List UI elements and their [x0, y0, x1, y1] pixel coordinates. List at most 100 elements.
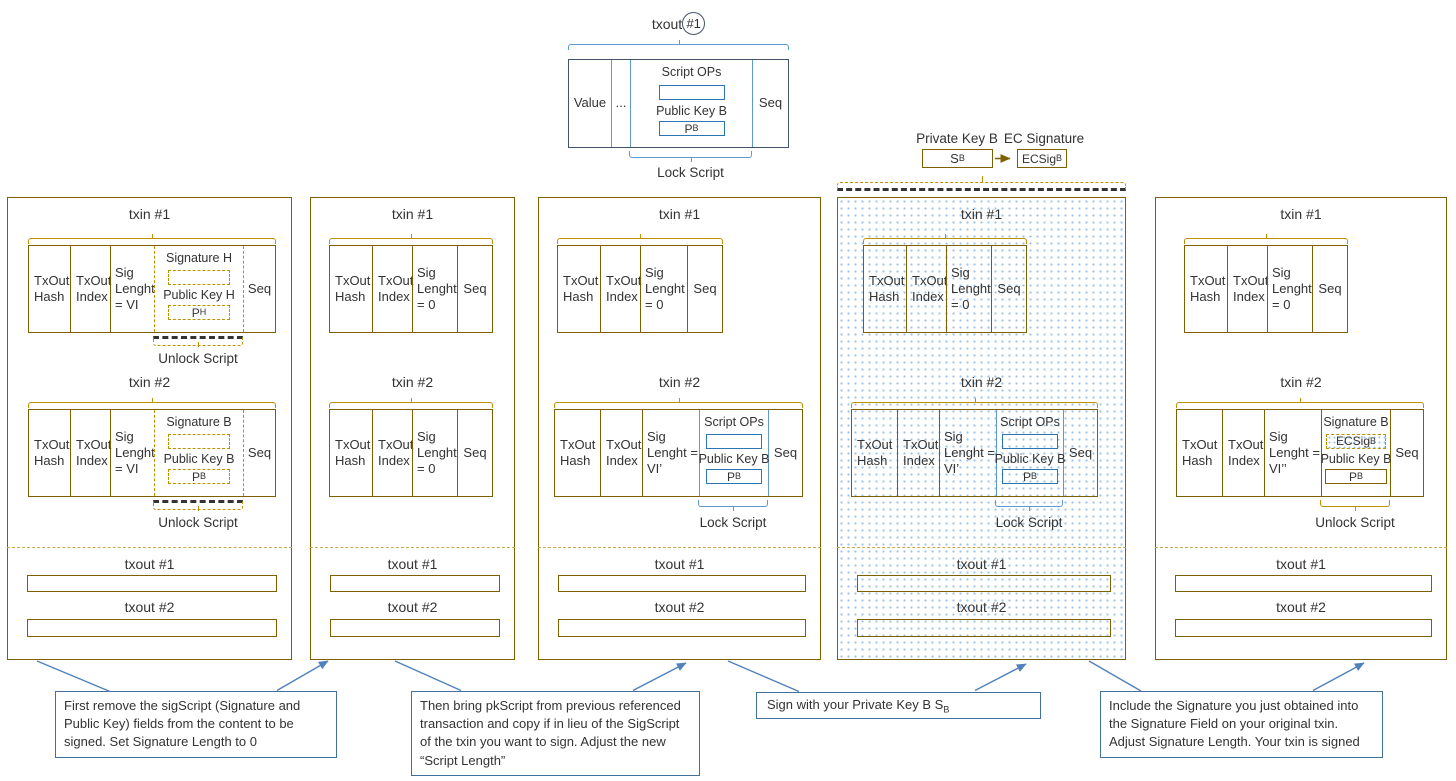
pubkey-symbol: P	[191, 469, 200, 484]
signing-scope-brace	[837, 176, 1126, 191]
txout1-label: txout #1	[956, 556, 1007, 572]
txin-txout-separator	[538, 547, 821, 548]
txin2-brace	[1176, 398, 1424, 408]
unlock-script-brace	[153, 336, 243, 347]
step4-note: Include the Signature you just obtained …	[1100, 691, 1383, 758]
txout2-box	[330, 619, 500, 637]
txin2-box: TxOut Hash TxOut Index Sig Lenght = VI’’…	[1176, 409, 1424, 497]
txout-index-cell: TxOut Index	[70, 246, 111, 332]
txn-panel-signed: txin #1 TxOut Hash TxOut Index Sig Lengh…	[1155, 197, 1447, 660]
txout1-label: txout #1	[654, 556, 705, 572]
txin2-brace	[329, 398, 493, 408]
txout-hash-cell: TxOut Hash	[857, 436, 893, 468]
txin-txout-separator	[837, 547, 1126, 548]
value-cell: Value	[573, 95, 607, 111]
sig-length-cell: Sig Lenght = VI’’	[1264, 410, 1321, 496]
unlock-script-caption: Unlock Script	[1315, 515, 1395, 530]
txn-panel-being-signed: txin #1 TxOut Hash TxOut Index Sig Lengh…	[837, 197, 1126, 660]
txn-panel-sig-removed: txin #1 TxOut Hash TxOut Index Sig Lengh…	[310, 197, 515, 660]
script-ops-label: Script OPs	[1000, 415, 1060, 429]
txout-index-cell: TxOut Index	[372, 410, 413, 496]
txout2-box	[27, 619, 277, 637]
step2-note: Then bring pkScript from previous refere…	[411, 691, 700, 776]
step3-note: Sign with your Private Key B SB	[756, 692, 1041, 719]
txin2-box: TxOut Hash TxOut Index Sig Lenght = 0 Se…	[329, 409, 493, 497]
txin2-box: TxOut Hash TxOut Index Sig Lenght = VI’ …	[851, 409, 1098, 497]
sig-length-cell: Sig Lenght = 0	[640, 246, 687, 332]
seq-cell: Seq	[247, 280, 272, 296]
pubkey-subscript: B	[1357, 471, 1364, 482]
pubkey-symbol: P	[1022, 469, 1031, 484]
ec-signature-symbol: ECSig	[1335, 434, 1370, 449]
txin-txout-separator	[1155, 547, 1447, 548]
top-txout-label-text: txout	[651, 15, 683, 32]
pubkey-label: Public Key B	[1320, 451, 1392, 466]
lock-script-brace	[995, 500, 1063, 511]
ec-signature-subscript: B	[1056, 153, 1063, 163]
txout2-label: txout #2	[1276, 599, 1326, 615]
txout-hash-cell: TxOut Hash	[563, 272, 599, 304]
unlock-script-caption: Unlock Script	[158, 515, 238, 530]
seq-cell: Seq	[1395, 444, 1419, 460]
txin1-box: TxOut Hash TxOut Index Sig Lenght = 0 Se…	[557, 245, 723, 333]
private-key-symbol: S	[950, 151, 959, 166]
txin1-label: txin #1	[658, 206, 701, 222]
pubkey-subscript: B	[735, 471, 742, 482]
txout1-label: txout #1	[1276, 556, 1326, 572]
txin2-label: txin #2	[391, 374, 434, 390]
txin2-brace	[554, 398, 803, 408]
txout2-box	[558, 619, 806, 637]
txin1-box: TxOut Hash TxOut Index Sig Lenght = 0 Se…	[1184, 245, 1348, 333]
txin1-label: txin #1	[128, 206, 171, 222]
sig-length-cell: Sig Lenght = 0	[946, 246, 991, 332]
txout-index-cell: TxOut Index	[1222, 410, 1264, 496]
txin1-brace	[28, 234, 276, 244]
sig-length-cell: Sig Lenght = 0	[412, 246, 457, 332]
ec-signature-subscript: B	[1370, 435, 1377, 446]
txin-txout-separator	[310, 547, 515, 548]
txout-hash-cell: TxOut Hash	[1182, 436, 1218, 468]
lock-script-brace	[698, 500, 768, 511]
txout1-box	[27, 575, 277, 592]
pubkey-subscript: B	[692, 123, 699, 134]
seq-cell: Seq	[1068, 444, 1093, 460]
seq-cell: Seq	[457, 410, 492, 496]
txin1-label: txin #1	[1280, 206, 1322, 222]
signature-label: Signature B	[166, 415, 232, 429]
panel4-to-note4-line	[1088, 660, 1142, 692]
txout-index-cell: TxOut Index	[70, 410, 111, 496]
script-ops-label: Script OPs	[704, 415, 764, 429]
txin1-box: TxOut Hash TxOut Index Sig Lenght = 0 Se…	[863, 245, 1027, 333]
lock-script-brace	[629, 151, 752, 162]
pubkey-symbol: P	[1348, 469, 1357, 484]
panel1-to-note1-line	[36, 660, 111, 693]
txout-hash-cell: TxOut Hash	[34, 272, 70, 304]
pubkey-symbol: P	[726, 469, 735, 484]
txout2-label: txout #2	[956, 599, 1007, 615]
txout-index-cell: TxOut Index	[600, 246, 641, 332]
txout2-box	[1175, 619, 1432, 637]
txout1-box	[330, 575, 500, 592]
pubkey-label: Public Key B	[163, 451, 235, 466]
txin1-label: txin #1	[960, 206, 1003, 222]
txin2-box: TxOut Hash TxOut Index Sig Lenght = VI S…	[28, 409, 276, 497]
txout2-label: txout #2	[654, 599, 705, 615]
seq-cell: Seq	[773, 444, 798, 460]
txout-index-cell: TxOut Index	[897, 410, 939, 496]
pubkey-subscript: H	[199, 307, 207, 318]
txin1-box: TxOut Hash TxOut Index Sig Lenght = VI S…	[28, 245, 276, 333]
step1-note: First remove the sigScript (Signature an…	[55, 691, 337, 758]
ec-signature-symbol: ECSig	[1021, 151, 1056, 166]
note4-to-panel5-arrow	[1312, 662, 1365, 692]
script-ops-field-box	[658, 84, 725, 100]
txin2-label: txin #2	[960, 374, 1003, 390]
txout-index-cell: TxOut Index	[1227, 246, 1268, 332]
private-key-subscript: B	[958, 153, 965, 163]
txin-txout-separator	[7, 547, 292, 548]
signature-field-box	[168, 269, 230, 285]
